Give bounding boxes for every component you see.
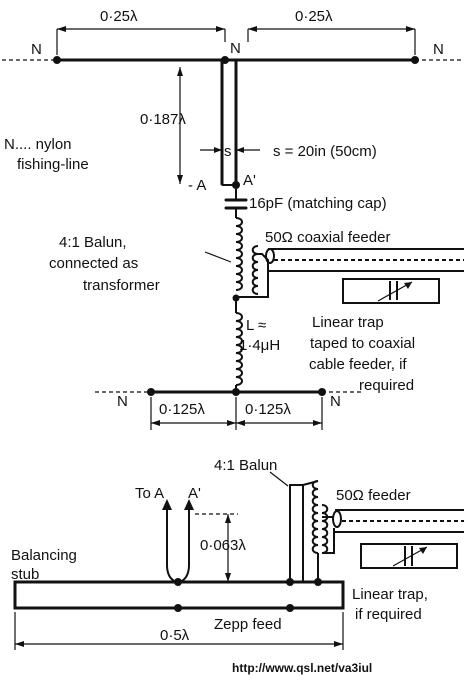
lower-dimension-lines [150,397,323,430]
bottom-balun-label: 4:1 Balun [214,457,277,474]
trap-top-line2: taped to coaxial [310,335,415,352]
feedline-length: 0·187λ [140,111,186,128]
point-a-prime-label: A' [243,172,256,189]
spacing-value: s = 20in (50cm) [273,143,377,160]
left-arm-length: 0·25λ [100,8,138,25]
nylon-note-line1: N.... nylon [4,136,72,153]
matching-capacitor [224,189,248,218]
node-label-right: N [433,41,444,58]
feed-to-a-arrows [162,499,194,586]
bottom-balun [269,471,329,582]
bottom-feeder-label: 50Ω feeder [336,487,411,504]
twin-feedline [177,58,238,186]
trap-bottom-line2: if required [355,606,422,623]
balun-label-line2: connected as [49,255,138,272]
nylon-note-line2: fishing-line [17,156,89,173]
stub-height-label: 0·063λ [200,537,246,554]
coax-feeder-top [236,248,464,298]
stub-length-dimension [14,612,344,650]
point-a-label: - A [188,177,206,194]
point-a-prime-dot [232,181,240,189]
node-label-left: N [31,41,42,58]
balun-label-line3: transformer [83,277,160,294]
trap-top-line1: Linear trap [312,314,384,331]
linear-trap-top [342,278,440,304]
stub-length-label: 0·5λ [160,627,190,644]
lower-left-length: 0·125λ [159,401,205,418]
source-url: http://www.qsl.net/va3iul [232,661,372,675]
top-dimension-lines [56,26,416,55]
linear-trap-bottom [360,543,458,569]
trap-bottom-line1: Linear trap, [352,586,428,603]
top-dipole [2,56,464,64]
node-label-lower-left: N [117,393,128,410]
trap-top-line3: cable feeder, if [309,356,407,373]
trap-top-line4: required [359,377,414,394]
capacitor-label: 16pF (matching cap) [249,195,387,212]
inductor-line2: 1·4μH [239,337,280,354]
coax-feeder-label: 50Ω coaxial feeder [265,229,390,246]
balun-coil [204,217,259,295]
to-a-label: To A [135,485,164,502]
spacing-symbol: s [224,143,232,160]
node-label-center: N [230,40,241,57]
coax-feeder-bottom [322,509,464,554]
balancing-stub [13,578,345,612]
zepp-feed-label: Zepp feed [214,616,282,633]
stub-height-dimension [195,513,238,582]
a-prime-label: A' [188,485,201,502]
inductor-line1: L ≈ [246,317,266,334]
lower-element [95,388,362,396]
balun-label-line1: 4:1 Balun, [59,234,127,251]
node-label-lower-right: N [330,393,341,410]
right-arm-length: 0·25λ [295,8,333,25]
stub-label-line2: stub [11,566,39,583]
stub-label-line1: Balancing [11,547,77,564]
lower-right-length: 0·125λ [245,401,291,418]
spacing-arrows [200,147,260,153]
